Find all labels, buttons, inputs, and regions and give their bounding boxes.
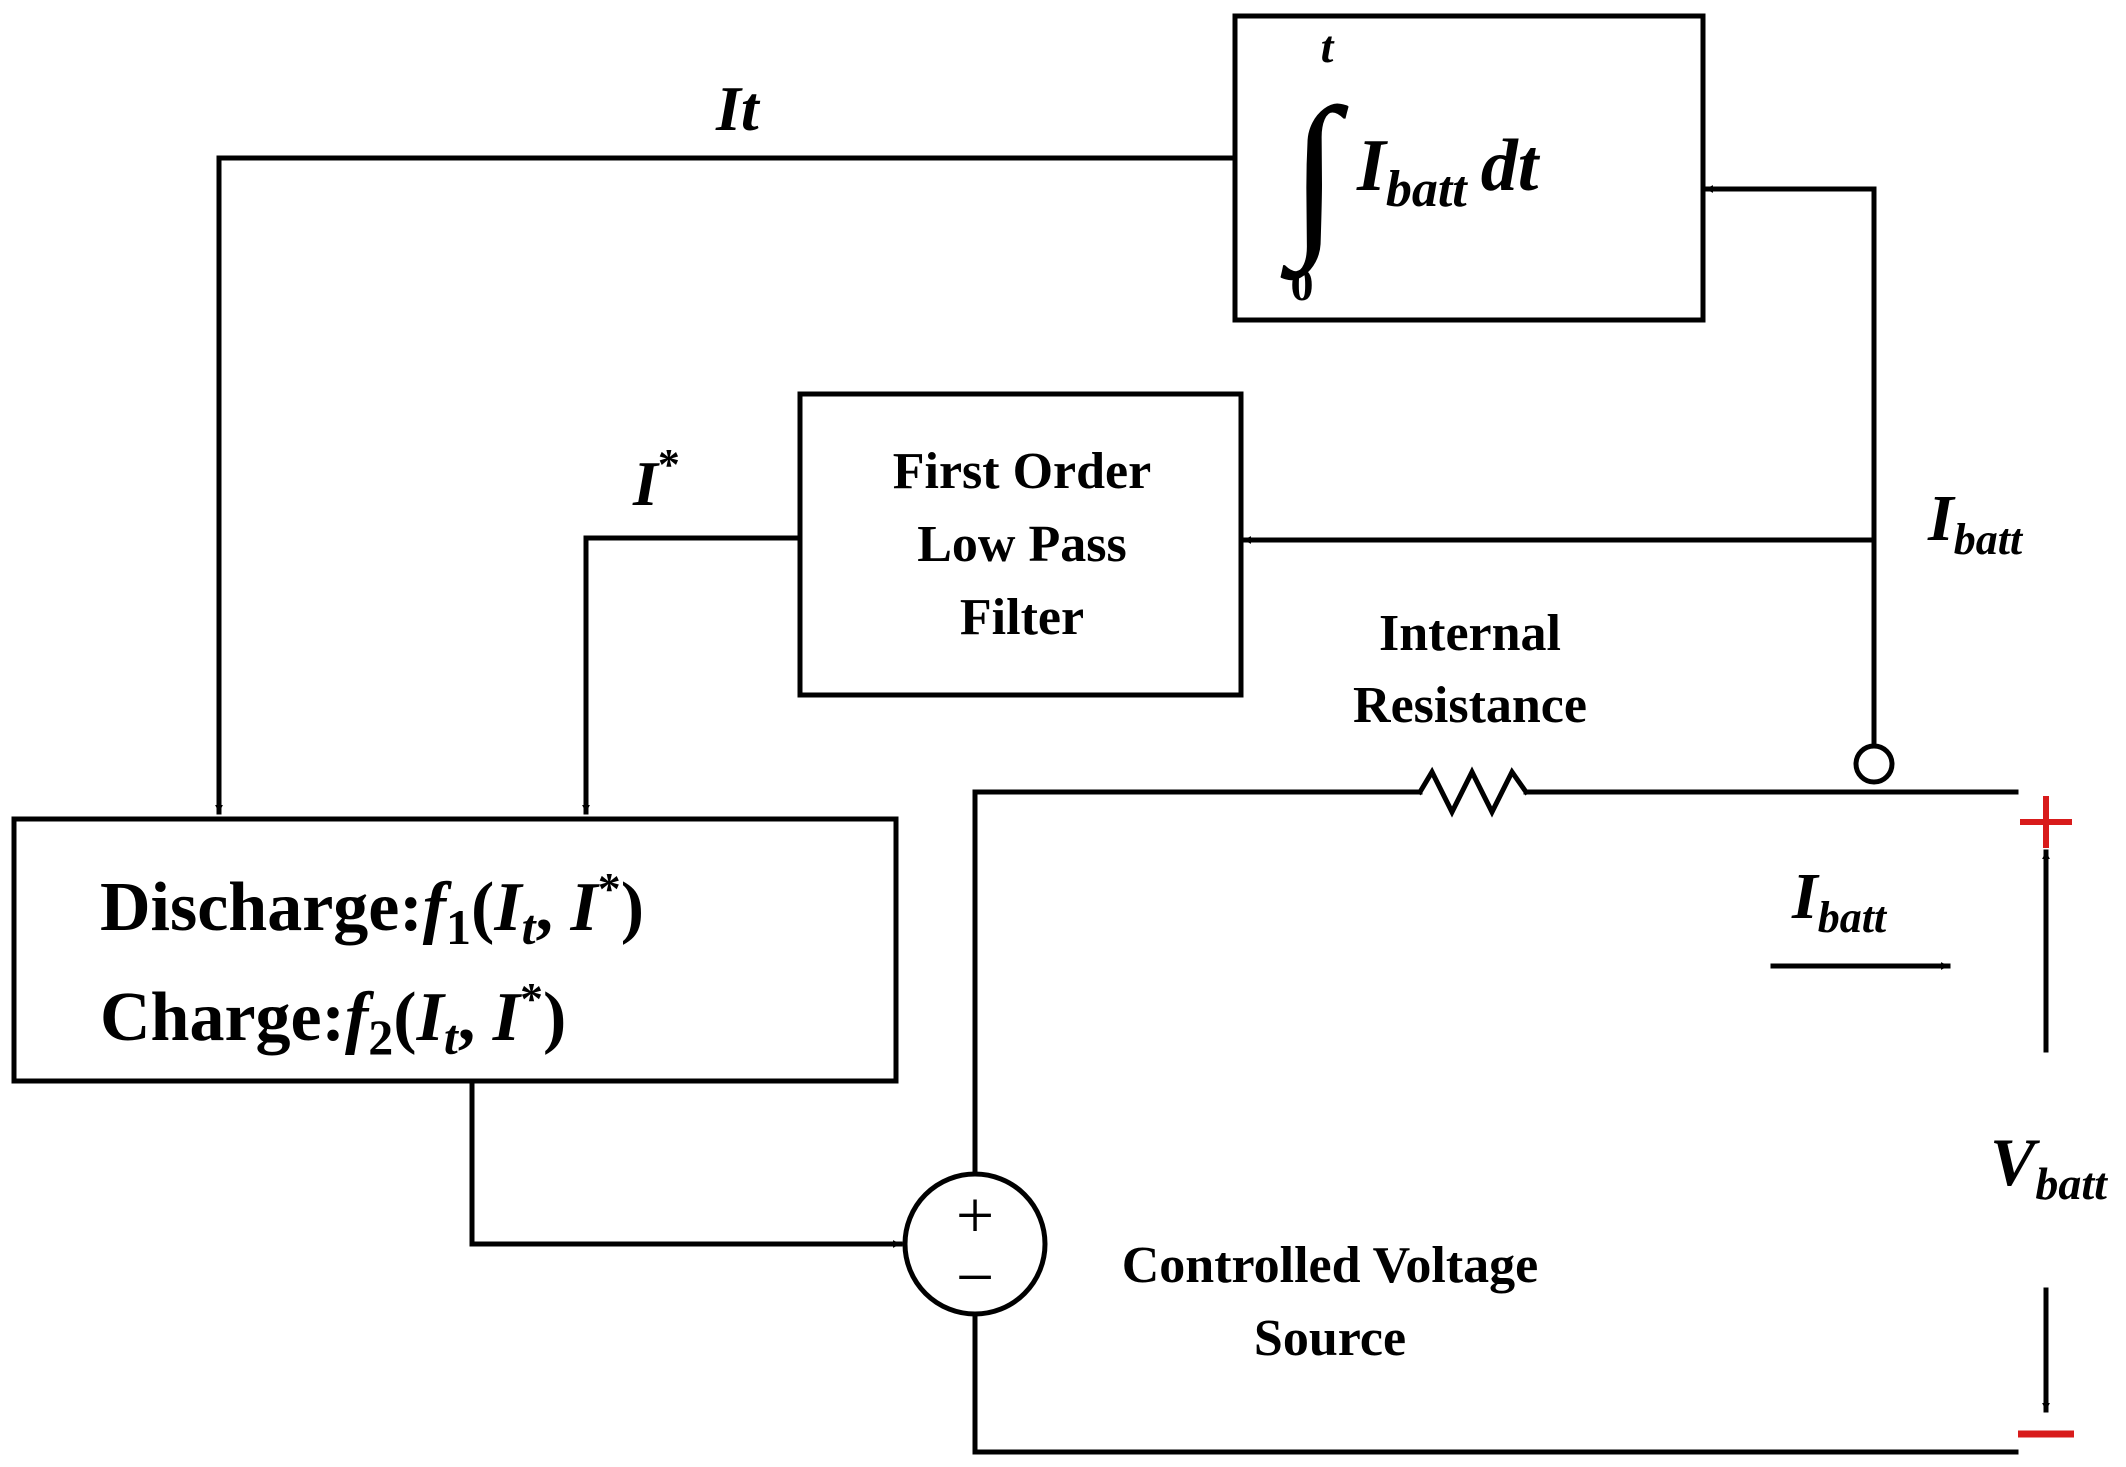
source-label-line-1: Controlled Voltage	[1122, 1237, 1539, 1294]
charge-function: Charge:f2(It, I*)	[100, 973, 566, 1065]
ibatt-sense-wire	[1703, 185, 1877, 751]
internal-resistor	[1416, 766, 1530, 818]
source-plus-symbol: +	[956, 1177, 994, 1253]
current-sensor-node	[1853, 743, 1895, 785]
source-label-line-2: Source	[1254, 1310, 1406, 1367]
integral-upper-limit: t	[1321, 21, 1335, 72]
control-signal-wire	[469, 1079, 903, 1248]
it-wire	[215, 155, 1238, 815]
positive-terminal-icon	[2020, 796, 2072, 848]
circuit-bottom-wire	[972, 1311, 2019, 1455]
integrator-block	[1232, 13, 1706, 323]
vbatt-label: Vbatt	[1990, 1124, 2108, 1209]
circuit-top-wire	[972, 789, 1423, 1177]
integral-sign: ∫	[1280, 72, 1349, 281]
istar-wire	[582, 535, 803, 815]
istar-label: I*	[632, 440, 680, 519]
filter-line-2: Low Pass	[917, 516, 1126, 573]
ibatt-direction-label: Ibatt	[1791, 860, 1888, 942]
source-minus-symbol: −	[956, 1239, 994, 1315]
internal-resistance-line-1: Internal	[1379, 605, 1561, 662]
function-block	[11, 816, 899, 1084]
filter-line-3: Filter	[960, 589, 1084, 646]
ibatt-sense-label: Ibatt	[1927, 482, 2024, 564]
internal-resistance-line-2: Resistance	[1353, 677, 1587, 734]
filter-line-1: First Order	[893, 443, 1151, 500]
low-pass-filter-block	[797, 391, 1244, 698]
discharge-function: Discharge:f1(It, I*)	[100, 863, 644, 955]
it-label: It	[715, 73, 761, 144]
integral-lower-limit: 0	[1291, 259, 1314, 310]
